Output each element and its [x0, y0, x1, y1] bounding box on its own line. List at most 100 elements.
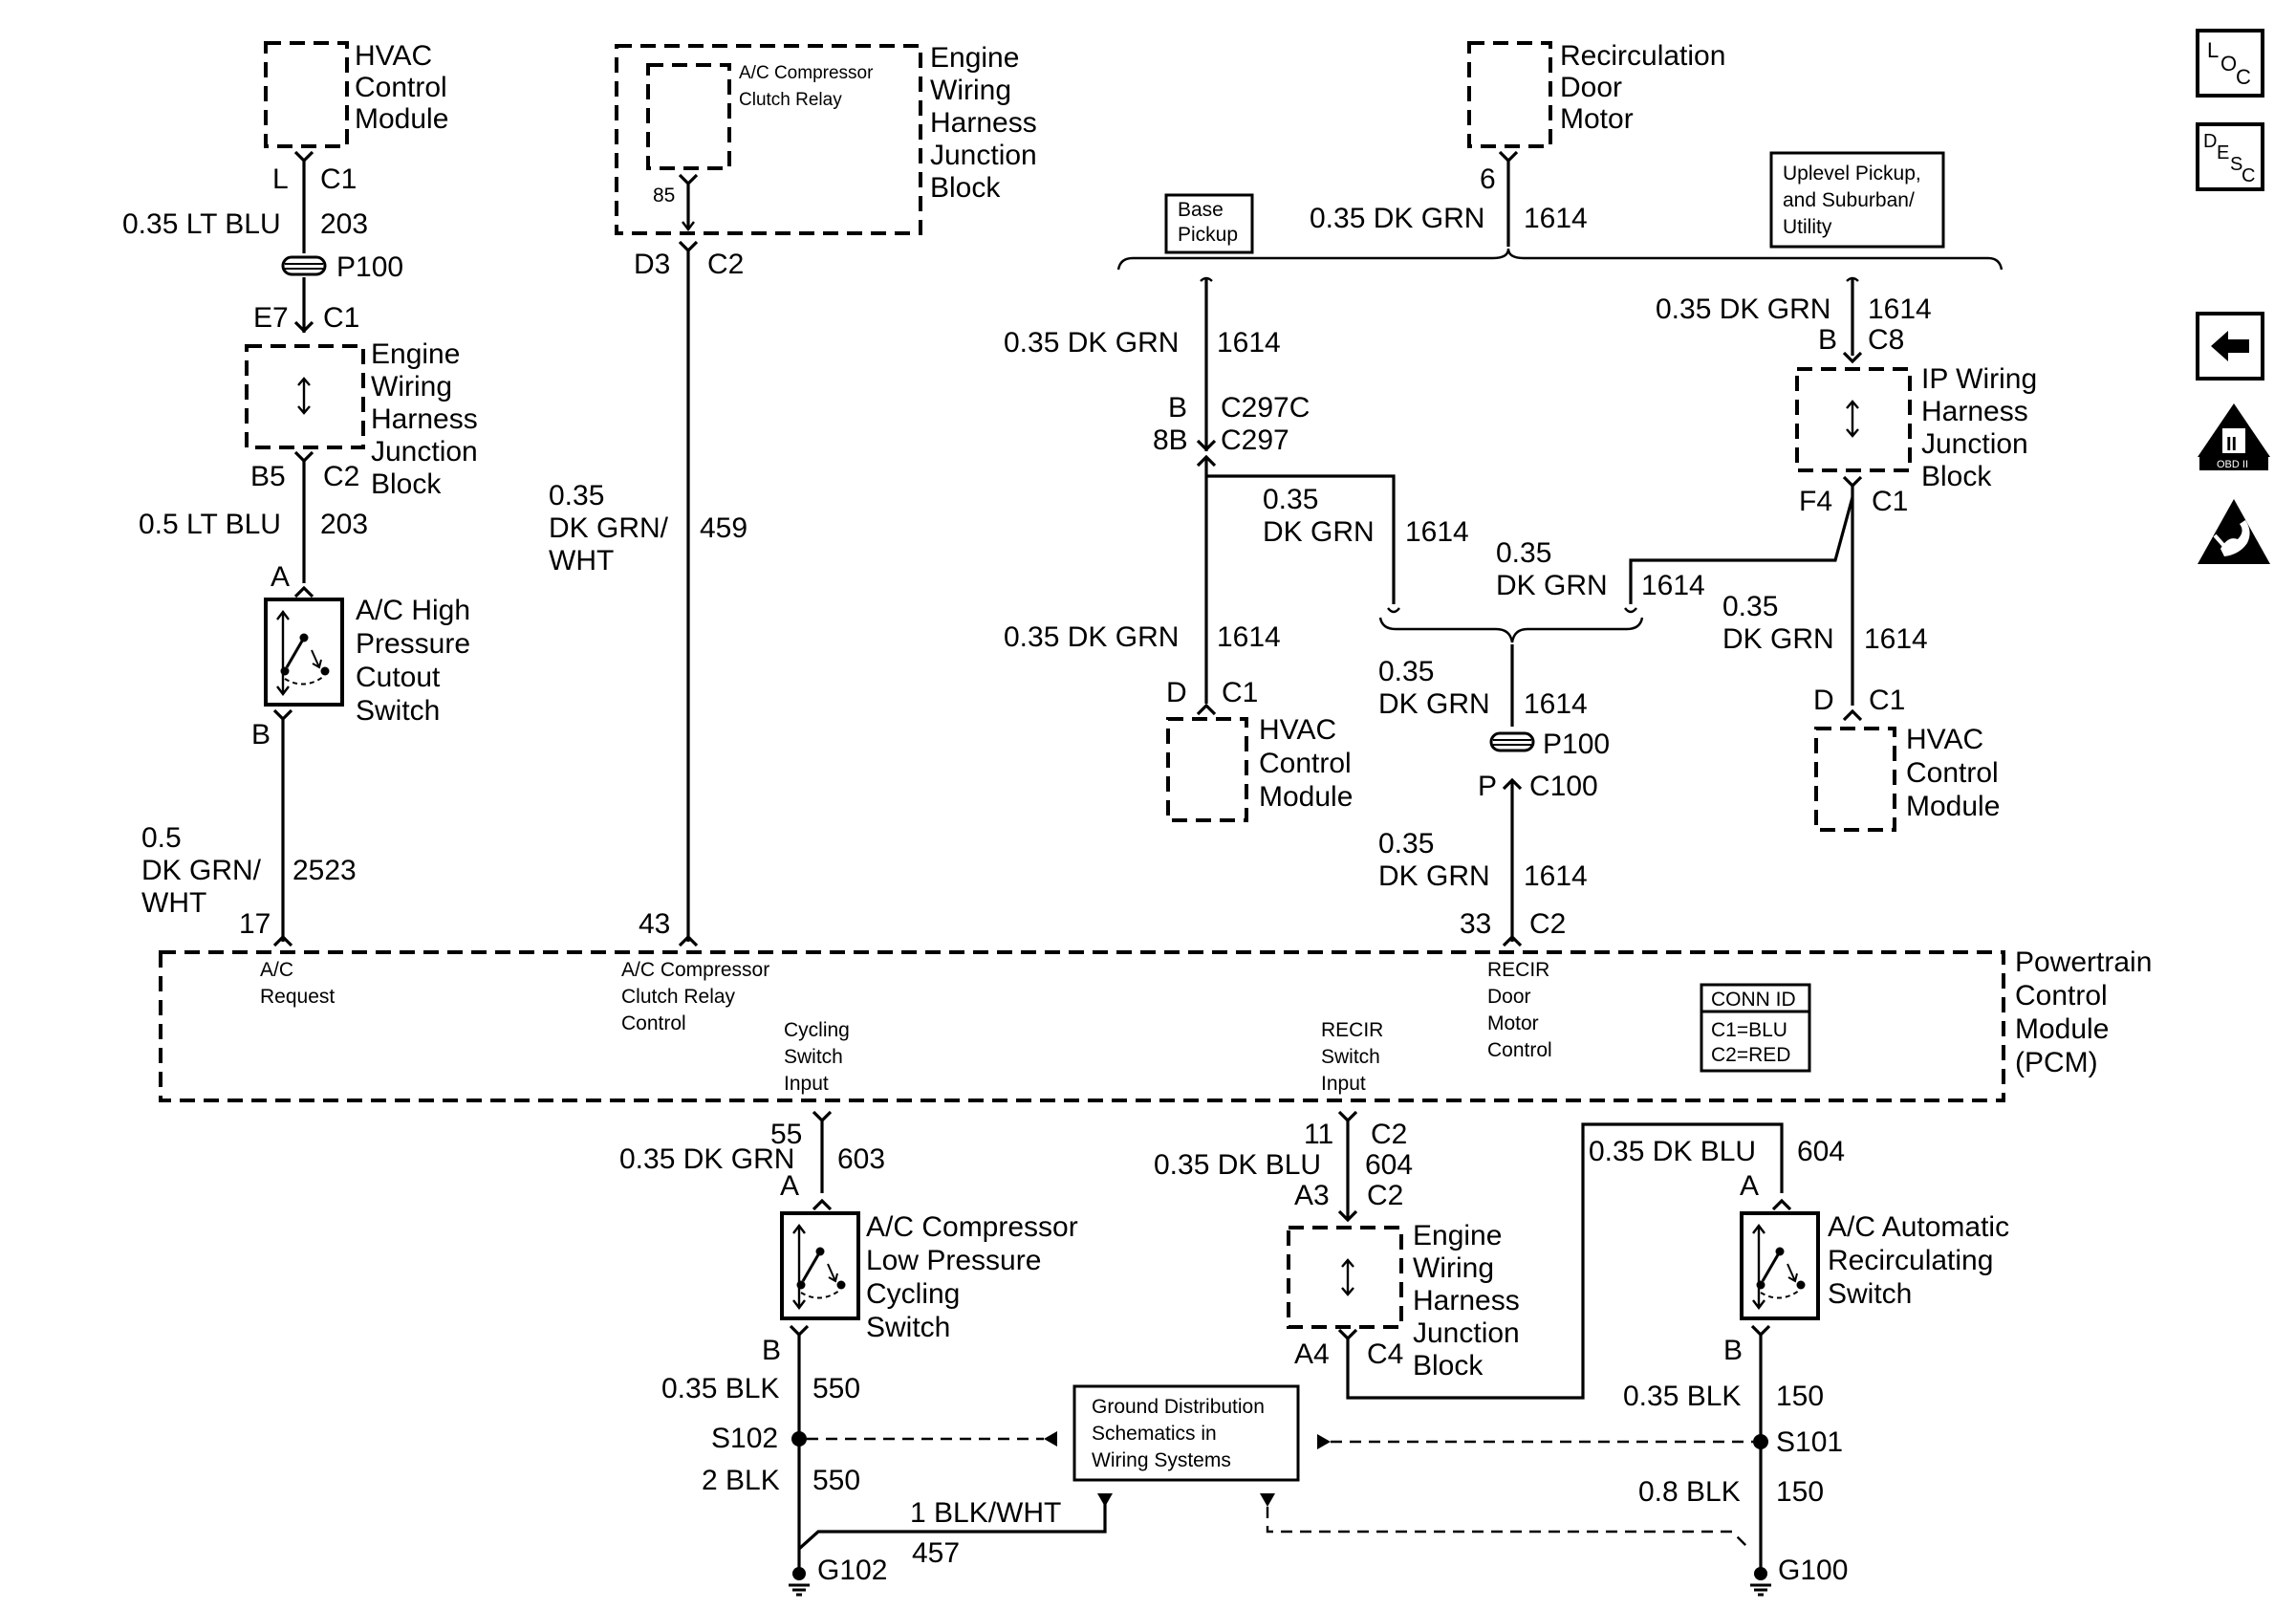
wire-size-label: 0.35 LT BLU: [122, 208, 281, 240]
wire-size-label: 0.35: [1722, 591, 1778, 622]
conn-id-label: C2=RED: [1711, 1044, 1790, 1066]
connector-label: C1: [1869, 685, 1905, 716]
connector-label: C2: [1371, 1119, 1407, 1150]
circuit-number: 150: [1776, 1476, 1824, 1508]
option-label: and Suburban/: [1783, 189, 1915, 211]
motor-label: Recirculation: [1560, 40, 1725, 72]
wire-size-label: DK GRN: [1378, 688, 1490, 720]
hvac-right-label: Control: [1906, 757, 1999, 789]
pin-label: D3: [634, 249, 670, 280]
junction-block-label: Harness: [930, 107, 1037, 139]
conn-id-box: CONN ID C1=BLU C2=RED: [1700, 983, 1811, 1073]
connector-label: P100: [1543, 729, 1610, 760]
hvac-right-label: Module: [1906, 791, 2000, 822]
engine-wiring-harness-junction-block-bottom: Engine Wiring Harness Junction Block: [1287, 1220, 1520, 1382]
ground-label: G100: [1778, 1555, 1848, 1586]
wire-size-label: WHT: [549, 545, 614, 577]
engine-wiring-harness-junction-block-top: Engine Wiring Harness Junction Block: [615, 42, 1037, 235]
wire-size-label: 0.35 DK GRN: [1004, 621, 1179, 653]
engine-wiring-harness-junction-block-left: Engine Wiring Harness Junction Block: [245, 338, 478, 500]
pin-label: A4: [1294, 1338, 1330, 1370]
p100-connector-icon: [281, 255, 327, 276]
circuit-number: 1614: [1524, 203, 1588, 234]
wire-size-label: 0.8 BLK: [1638, 1476, 1741, 1508]
desc-letter: E: [2217, 142, 2229, 163]
junction-block-label: Block: [371, 468, 442, 500]
connector-label: C2: [323, 461, 359, 492]
pin-label: B: [1723, 1335, 1743, 1366]
wire-size-label: WHT: [141, 887, 206, 919]
connector-label: C1: [1872, 486, 1908, 517]
conn-id-label: C1=BLU: [1711, 1019, 1787, 1041]
pcm-label: (PCM): [2015, 1047, 2098, 1078]
relay-label: A/C Compressor: [739, 63, 874, 83]
splice-s102-icon: [791, 1431, 807, 1447]
junction-block-label: Block: [930, 172, 1001, 204]
connector-label: C297: [1221, 424, 1289, 456]
connector-label: C297C: [1221, 392, 1310, 424]
motor-label: Door: [1560, 72, 1622, 103]
pin-label: E7: [253, 302, 289, 334]
ground-g100-icon: [1748, 1565, 1773, 1597]
esd-sensitive-icon[interactable]: [2196, 497, 2272, 568]
obd-ii-warning-icon[interactable]: II OBD II: [2196, 402, 2272, 472]
reference-label: Ground Distribution: [1092, 1396, 1265, 1418]
description-icon[interactable]: D E S C: [2196, 122, 2264, 191]
option-label: Utility: [1783, 216, 1832, 238]
pcm-pin-label: Control: [1487, 1039, 1552, 1061]
switch-icon: [780, 1211, 860, 1320]
hvac-top-label-3: Module: [355, 103, 448, 135]
circuit-number: 550: [812, 1465, 860, 1496]
pin-label: B: [1818, 324, 1837, 356]
junction-block-label: Junction: [1921, 428, 2028, 460]
wire-size-label: DK GRN: [1496, 570, 1608, 601]
option-label: Pickup: [1178, 224, 1238, 246]
pin-label: D: [1813, 685, 1834, 716]
switch-icon: [264, 598, 344, 707]
circuit-number: 1614: [1864, 623, 1928, 655]
pcm-label: Powertrain: [2015, 946, 2152, 978]
pin-label: 55: [770, 1119, 802, 1150]
powertrain-control-module: Powertrain Control Module (PCM) A/C Requ…: [159, 946, 2152, 1102]
ac-compressor-low-pressure-cycling-switch: A/C Compressor Low Pressure Cycling Swit…: [780, 1211, 1078, 1343]
circuit-number: 604: [1365, 1149, 1413, 1181]
pcm-pin-label: Switch: [1321, 1046, 1380, 1068]
wire-size-label: 0.5: [141, 822, 182, 854]
circuit-number: 1614: [1641, 570, 1705, 601]
switch-label: Switch: [866, 1312, 950, 1343]
pin-label: F4: [1799, 486, 1832, 517]
circuit-number: 603: [837, 1143, 885, 1175]
wire-size-label: DK GRN: [1263, 516, 1375, 548]
junction-block-label: Engine: [1413, 1220, 1502, 1251]
hvac-control-module-middle: HVAC Control Module: [1166, 714, 1353, 822]
pcm-pin-label: A/C Compressor: [621, 959, 769, 981]
junction-block-label: Engine: [371, 338, 460, 370]
wire-size-label: 1 BLK/WHT: [910, 1497, 1061, 1529]
back-arrow-icon[interactable]: [2196, 312, 2264, 381]
option-label: Base: [1178, 199, 1224, 221]
hvac-control-module-right: HVAC Control Module: [1814, 724, 2000, 832]
switch-icon: [1740, 1211, 1820, 1320]
location-icon[interactable]: L O C: [2196, 29, 2264, 98]
switch-label: Low Pressure: [866, 1245, 1041, 1276]
pcm-pin-label: Switch: [784, 1046, 843, 1068]
pin-label: L: [272, 163, 289, 195]
obd-numeral: II: [2226, 434, 2237, 455]
wire-size-label: 0.35 DK GRN: [1004, 327, 1179, 359]
wire-size-label: 0.35 BLK: [1623, 1381, 1741, 1412]
reference-label: Wiring Systems: [1092, 1449, 1231, 1471]
connector-label: C1: [323, 302, 359, 334]
circuit-number: 604: [1797, 1136, 1845, 1167]
junction-block-label: Wiring: [371, 371, 452, 402]
pcm-label: Module: [2015, 1013, 2109, 1045]
circuit-number: 1614: [1524, 688, 1588, 720]
wire-size-label: DK GRN: [1378, 860, 1490, 892]
connector-label: C1: [1222, 677, 1258, 708]
wire-size-label: 0.35: [1263, 484, 1318, 515]
p100-connector-icon: [1489, 731, 1535, 752]
wire-size-label: 0.35 DK GRN: [1310, 203, 1484, 234]
pcm-pin-label: RECIR: [1487, 959, 1549, 981]
hvac-mid-label: HVAC: [1259, 714, 1336, 746]
connector-label: C2: [707, 249, 744, 280]
